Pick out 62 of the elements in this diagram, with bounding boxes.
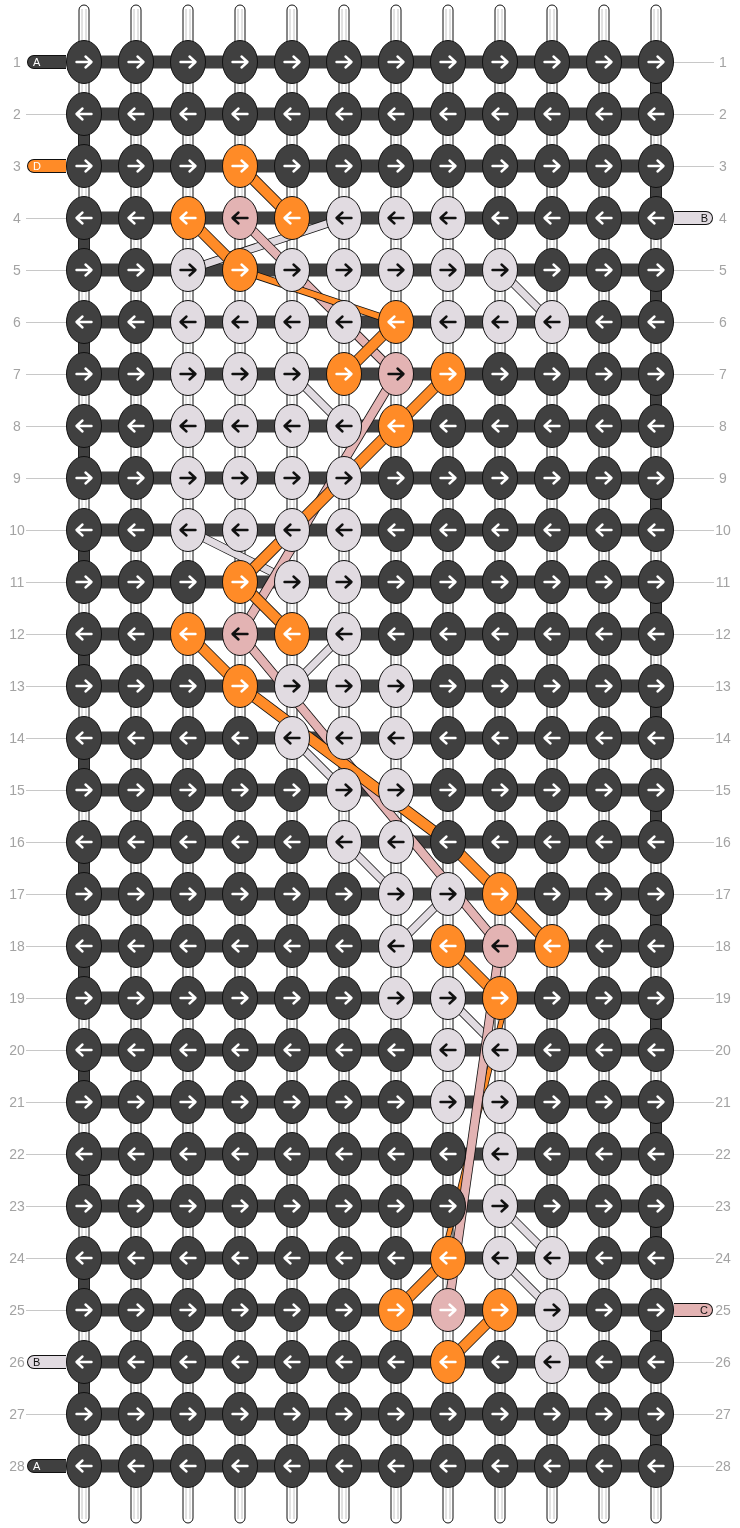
row-number: 22	[9, 1146, 25, 1162]
row-number: 14	[715, 730, 731, 746]
row-number: 28	[9, 1458, 25, 1474]
row-number: 3	[719, 158, 727, 174]
row-number: 1	[13, 54, 21, 70]
row-number: 8	[719, 418, 727, 434]
thread-end-tag: C	[674, 1303, 713, 1317]
row-number: 16	[9, 834, 25, 850]
row-number: 19	[9, 990, 25, 1006]
row-number: 15	[715, 782, 731, 798]
row-number: 9	[719, 470, 727, 486]
row-number: 24	[9, 1250, 25, 1266]
row-number: 17	[715, 886, 731, 902]
thread-end-tag: B	[27, 1355, 66, 1369]
row-number: 22	[715, 1146, 731, 1162]
row-number: 16	[715, 834, 731, 850]
row-number: 26	[715, 1354, 731, 1370]
row-number: 12	[9, 626, 25, 642]
row-number: 28	[715, 1458, 731, 1474]
row-number: 14	[9, 730, 25, 746]
row-number: 25	[9, 1302, 25, 1318]
row-number: 4	[719, 210, 727, 226]
row-number: 27	[9, 1406, 25, 1422]
row-number: 7	[13, 366, 21, 382]
row-number: 10	[715, 522, 731, 538]
row-number: 24	[715, 1250, 731, 1266]
row-number: 5	[719, 262, 727, 278]
row-number: 27	[715, 1406, 731, 1422]
row-number: 18	[9, 938, 25, 954]
row-number: 20	[715, 1042, 731, 1058]
row-number: 2	[719, 106, 727, 122]
row-number: 25	[715, 1302, 731, 1318]
row-number: 19	[715, 990, 731, 1006]
row-number: 15	[9, 782, 25, 798]
row-number: 11	[715, 574, 731, 590]
row-number: 10	[9, 522, 25, 538]
row-number: 18	[715, 938, 731, 954]
row-number: 11	[9, 574, 25, 590]
row-number: 6	[13, 314, 21, 330]
row-number: 13	[9, 678, 25, 694]
thread-end-tag: A	[27, 55, 66, 69]
thread-end-tag: B	[674, 211, 713, 225]
row-number: 7	[719, 366, 727, 382]
row-number: 8	[13, 418, 21, 434]
row-number: 1	[719, 54, 727, 70]
row-number: 21	[9, 1094, 25, 1110]
row-number: 3	[13, 158, 21, 174]
row-number: 6	[719, 314, 727, 330]
row-number: 12	[715, 626, 731, 642]
row-number: 4	[13, 210, 21, 226]
row-number: 20	[9, 1042, 25, 1058]
row-number: 2	[13, 106, 21, 122]
row-number: 21	[715, 1094, 731, 1110]
row-number: 23	[9, 1198, 25, 1214]
thread-end-tag: D	[27, 159, 66, 173]
row-number: 23	[715, 1198, 731, 1214]
row-number: 17	[9, 886, 25, 902]
row-number: 13	[715, 678, 731, 694]
row-number: 9	[13, 470, 21, 486]
row-number: 5	[13, 262, 21, 278]
thread-end-tag: A	[27, 1459, 66, 1473]
row-number: 26	[9, 1354, 25, 1370]
